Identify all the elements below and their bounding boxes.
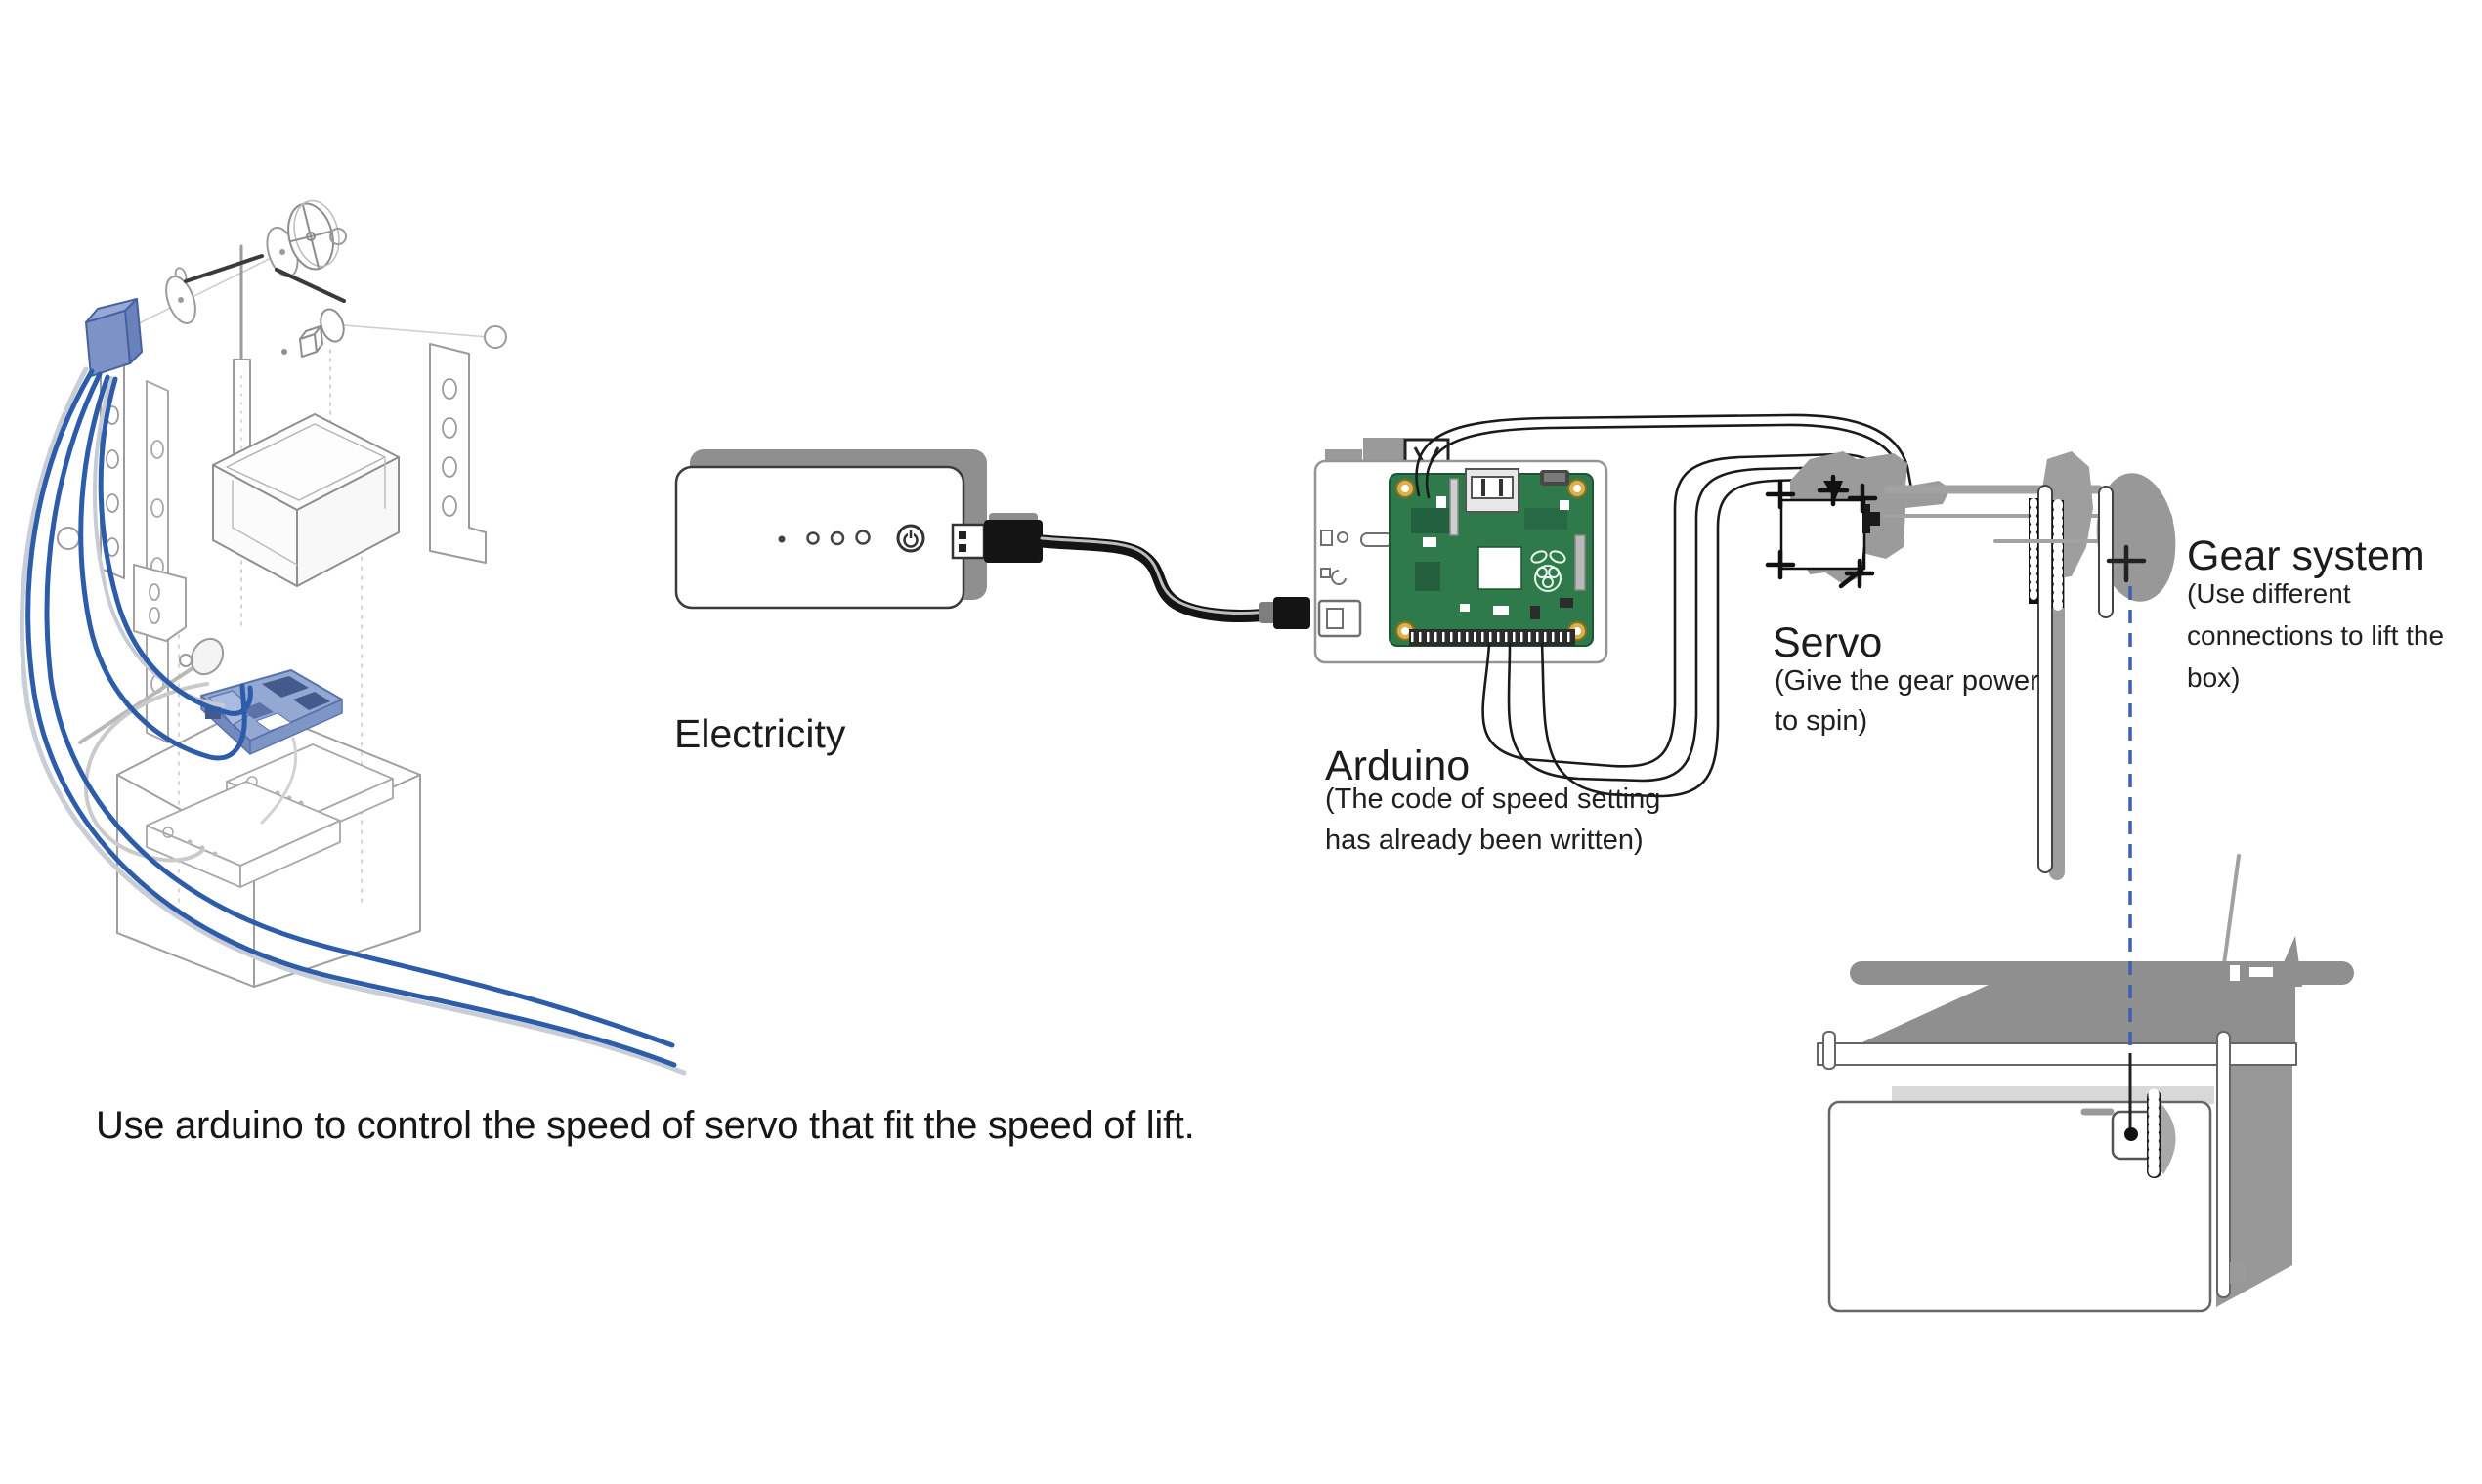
electricity-label: Electricity [674,711,846,756]
servo-note-line1: (Give the gear power [1775,665,2039,697]
exploded-assembly-drawing [19,199,687,1076]
arduino-note-line1: (The code of speed setting [1325,784,1661,815]
gear-system-drawing [1993,451,2176,880]
power-bank [674,449,1043,610]
servo-note-line2: to spin) [1775,705,1868,737]
lift-box-drawing [1817,854,2354,1313]
battery-level-leds [778,530,871,546]
gear-note-line3: box) [2187,662,2241,693]
raspberry-logo-icon [1530,550,1566,592]
gear-note-line2: connections to lift the [2187,620,2445,651]
gear-system-label: Gear system [2187,532,2425,579]
arduino-label: Arduino [1325,742,1471,789]
dashed-connection-line [2124,586,2138,1141]
controller-board [1389,468,1594,647]
gear-note-line1: (Use different [2187,578,2351,609]
servo-drawing [1765,451,2104,589]
gear-axle-mark [2106,544,2147,583]
power-button-icon [896,524,925,553]
arduino-note-line2: has already been written) [1325,825,1644,856]
diagram-caption: Use arduino to control the speed of serv… [96,1104,1195,1147]
exploded-motor-box [85,298,143,377]
servo-screw-marks [1765,474,1878,589]
servo-label: Servo [1773,619,1883,666]
usb-cable [1035,534,1310,629]
exploded-blue-wires [19,366,687,1076]
